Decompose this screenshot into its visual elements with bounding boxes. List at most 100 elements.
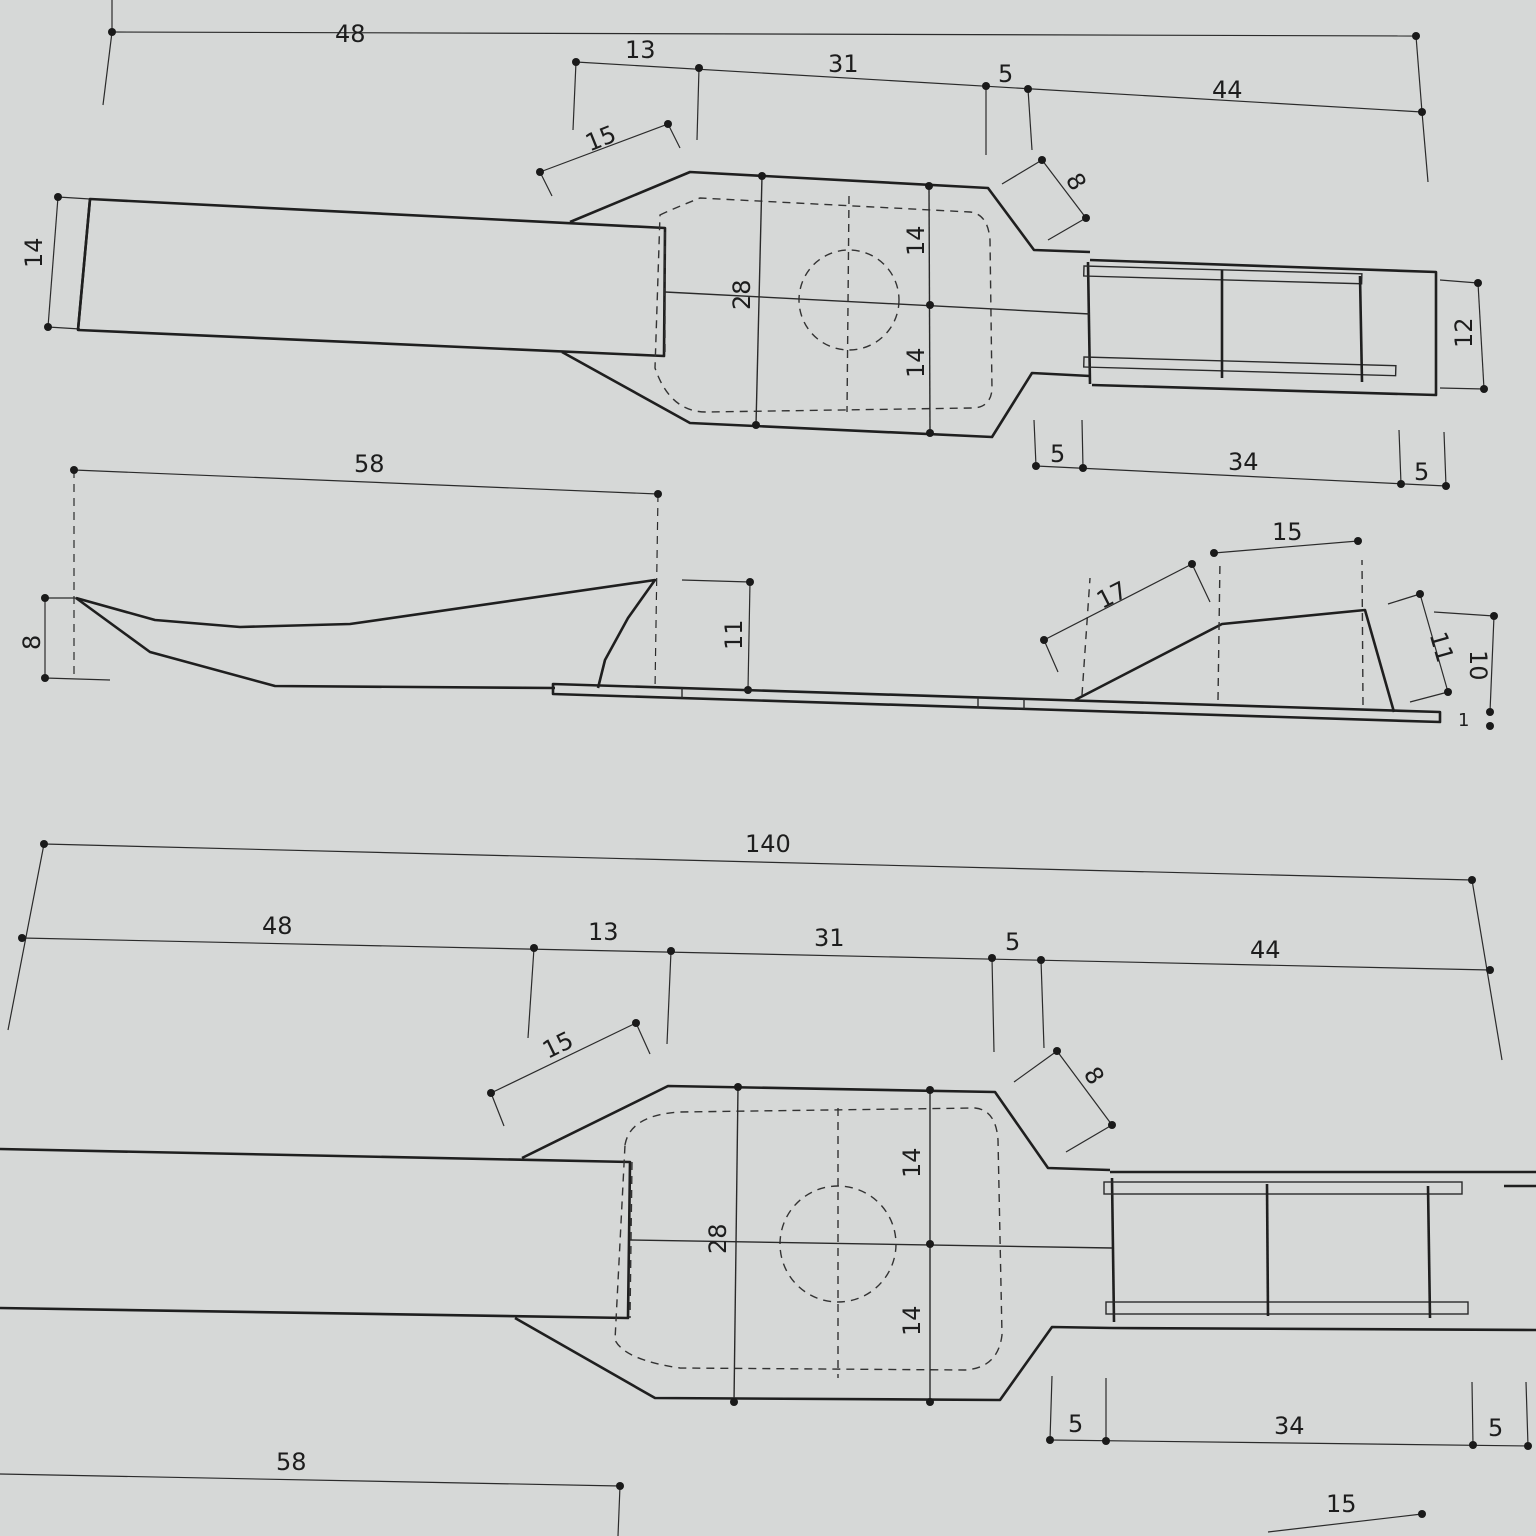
dim-ext xyxy=(1433,611,1495,617)
dim-dot xyxy=(1418,108,1426,116)
dim-label-bow-height: 8 xyxy=(18,635,46,650)
dim-dot xyxy=(536,168,544,176)
dim-ext xyxy=(1027,88,1033,151)
dim-dot xyxy=(1024,85,1032,93)
dim-line-tail-height xyxy=(1477,282,1485,390)
stern-crossbar xyxy=(1358,275,1364,383)
dim-ext xyxy=(539,171,553,197)
dim-line-stern-slope xyxy=(1419,593,1449,693)
dim-dot xyxy=(758,172,766,180)
dim-ext xyxy=(1043,639,1059,673)
dim-label-lower-14: 14 xyxy=(898,1305,926,1336)
dim-label-48: 48 xyxy=(262,912,293,940)
stern-guide xyxy=(1217,559,1221,701)
bow-top-profile xyxy=(75,578,657,689)
dim-ext xyxy=(57,196,91,200)
dim-line-shoulder xyxy=(1041,159,1087,219)
dim-dot xyxy=(44,323,52,331)
dim-dot xyxy=(1046,1436,1054,1444)
dim-label-28: 28 xyxy=(728,279,756,310)
dim-ext xyxy=(1387,593,1421,605)
stern-guide xyxy=(1081,577,1091,696)
stern-guide xyxy=(1361,559,1364,706)
dim-dot xyxy=(1490,612,1498,620)
dim-label-left-height: 14 xyxy=(20,237,48,268)
dim-label-31: 31 xyxy=(814,924,845,952)
dim-dot xyxy=(40,840,48,848)
dim-label-31: 31 xyxy=(828,50,859,78)
dim-dot xyxy=(1468,876,1476,884)
stern-crossbar xyxy=(1265,1183,1270,1317)
dim-line-tail xyxy=(1035,465,1447,487)
hull-upper-outline xyxy=(521,1084,1111,1172)
hull-lower-outline xyxy=(561,350,1091,439)
dim-dot xyxy=(1102,1437,1110,1445)
dim-dot xyxy=(18,934,26,942)
dim-dot xyxy=(487,1089,495,1097)
dim-label-tail-5a: 5 xyxy=(1068,1410,1083,1438)
dim-label-tail-34: 34 xyxy=(1274,1412,1305,1440)
dim-label-tail-5a: 5 xyxy=(1050,440,1065,468)
dim-ext xyxy=(1049,1375,1053,1441)
dim-label-13: 13 xyxy=(625,36,656,64)
dim-ext xyxy=(991,957,995,1053)
dim-label-13: 13 xyxy=(588,918,619,946)
dim-dot xyxy=(1082,214,1090,222)
dim-label-upper-14: 14 xyxy=(898,1147,926,1178)
centerline xyxy=(664,291,1091,315)
dim-ext xyxy=(1013,1050,1058,1083)
dim-label-5: 5 xyxy=(998,60,1013,88)
dim-line-deck xyxy=(1213,540,1359,554)
bottom-plan-view: 140 48 13 31 5 44 15 8 xyxy=(0,830,1536,1536)
dim-dot xyxy=(1469,1441,1477,1449)
dim-dot xyxy=(988,954,996,962)
stern-frame-bottom xyxy=(1111,1326,1536,1332)
dim-ext xyxy=(1040,959,1045,1049)
dim-ext xyxy=(1047,217,1087,241)
dim-line-left-height xyxy=(47,196,59,328)
dim-ext xyxy=(1191,563,1211,603)
dim-label-shoulder: 8 xyxy=(1060,168,1092,195)
dim-dot xyxy=(1474,279,1482,287)
dim-ext xyxy=(1415,35,1423,113)
dim-dot xyxy=(1053,1047,1061,1055)
dim-label-tail-height: 12 xyxy=(1450,317,1478,348)
dim-dot xyxy=(746,578,754,586)
bow-edge xyxy=(76,198,92,331)
dim-ext xyxy=(666,950,672,1045)
dim-ext xyxy=(617,1485,621,1536)
dim-dot xyxy=(925,182,933,190)
dim-label-lower-14: 14 xyxy=(902,347,930,378)
dim-line-shoulder xyxy=(1056,1050,1113,1126)
dim-label-44: 44 xyxy=(1250,936,1281,964)
dim-line-48-44 xyxy=(111,31,1417,37)
dim-ext xyxy=(1033,419,1037,467)
dim-ext xyxy=(1471,1381,1474,1446)
dim-line-neck xyxy=(539,123,669,173)
dim-label-tail-5b: 5 xyxy=(1414,458,1429,486)
dim-dot xyxy=(752,421,760,429)
dim-ext xyxy=(1398,429,1402,485)
dim-dot xyxy=(41,594,49,602)
bow-bottom-profile xyxy=(75,596,556,690)
dim-dot xyxy=(1412,32,1420,40)
dim-dot xyxy=(1486,708,1494,716)
hull-lower-outline xyxy=(514,1316,1113,1402)
dim-label-ramp: 17 xyxy=(1092,576,1132,615)
dim-dot xyxy=(1524,1442,1532,1450)
stern-frame xyxy=(1089,258,1438,397)
dim-dot xyxy=(982,82,990,90)
dim-label-deck: 15 xyxy=(1272,518,1303,546)
stern-profile xyxy=(1074,608,1396,713)
dim-dot xyxy=(530,944,538,952)
dim-dot xyxy=(41,674,49,682)
dim-dot xyxy=(1354,537,1362,545)
cockpit-outline xyxy=(654,197,993,413)
dim-label-stern-slope: 11 xyxy=(1424,629,1459,666)
dim-line-28 xyxy=(733,1086,739,1403)
dim-line-post xyxy=(747,581,751,691)
dim-label-58: 58 xyxy=(354,450,385,478)
dim-ext xyxy=(47,326,81,330)
dim-dot xyxy=(1037,956,1045,964)
